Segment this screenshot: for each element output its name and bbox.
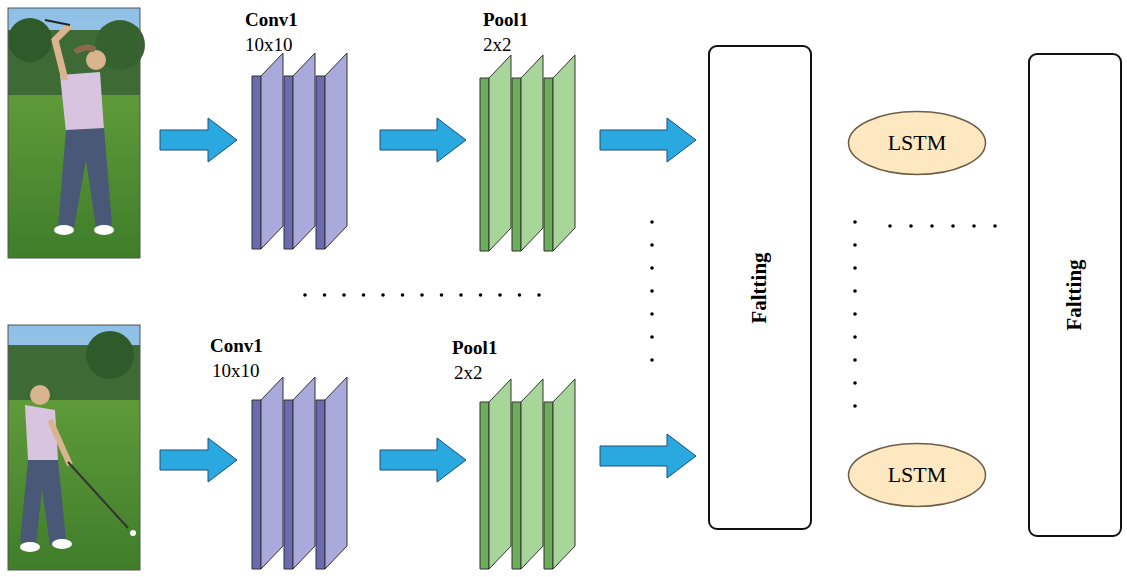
cell-label: LSTM bbox=[888, 131, 947, 155]
conv-layer-stack: Conv110x10 bbox=[250, 376, 368, 570]
block-arrow bbox=[160, 118, 237, 162]
layer-slabs bbox=[250, 376, 368, 570]
block-arrow bbox=[380, 118, 466, 162]
block-arrow bbox=[600, 118, 696, 162]
layer-name: Pool1 bbox=[452, 338, 497, 359]
conv-layer-stack: Conv110x10 bbox=[250, 52, 368, 250]
flatten-box: Faltting bbox=[1028, 53, 1122, 537]
golfer-photo-bottom bbox=[8, 325, 140, 570]
cell-label: LSTM bbox=[888, 463, 947, 487]
kernel-size: 2x2 bbox=[483, 35, 512, 56]
layer-name: Pool1 bbox=[483, 10, 528, 31]
kernel-size: 10x10 bbox=[212, 361, 260, 382]
box-label: Faltting bbox=[748, 252, 771, 323]
kernel-size: 2x2 bbox=[454, 363, 483, 384]
golfer-photo-top bbox=[8, 8, 145, 258]
block-arrow bbox=[160, 438, 237, 482]
layer-slabs bbox=[250, 52, 368, 250]
kernel-size: 10x10 bbox=[245, 35, 293, 56]
block-arrow bbox=[600, 434, 696, 478]
lstm-cell: LSTM bbox=[847, 442, 987, 508]
layer-name: Conv1 bbox=[245, 10, 298, 31]
box-label: Faltting bbox=[1063, 259, 1086, 330]
pool-layer-stack: Pool12x2 bbox=[478, 54, 588, 252]
flatten-box: Faltting bbox=[708, 45, 812, 530]
pool-layer-stack: Pool12x2 bbox=[478, 378, 588, 570]
layer-slabs bbox=[478, 378, 588, 570]
layer-name: Conv1 bbox=[210, 336, 263, 357]
layer-slabs bbox=[478, 54, 588, 252]
lstm-cell: LSTM bbox=[847, 110, 987, 176]
ellipsis-dots bbox=[303, 220, 997, 408]
block-arrow bbox=[380, 438, 466, 482]
